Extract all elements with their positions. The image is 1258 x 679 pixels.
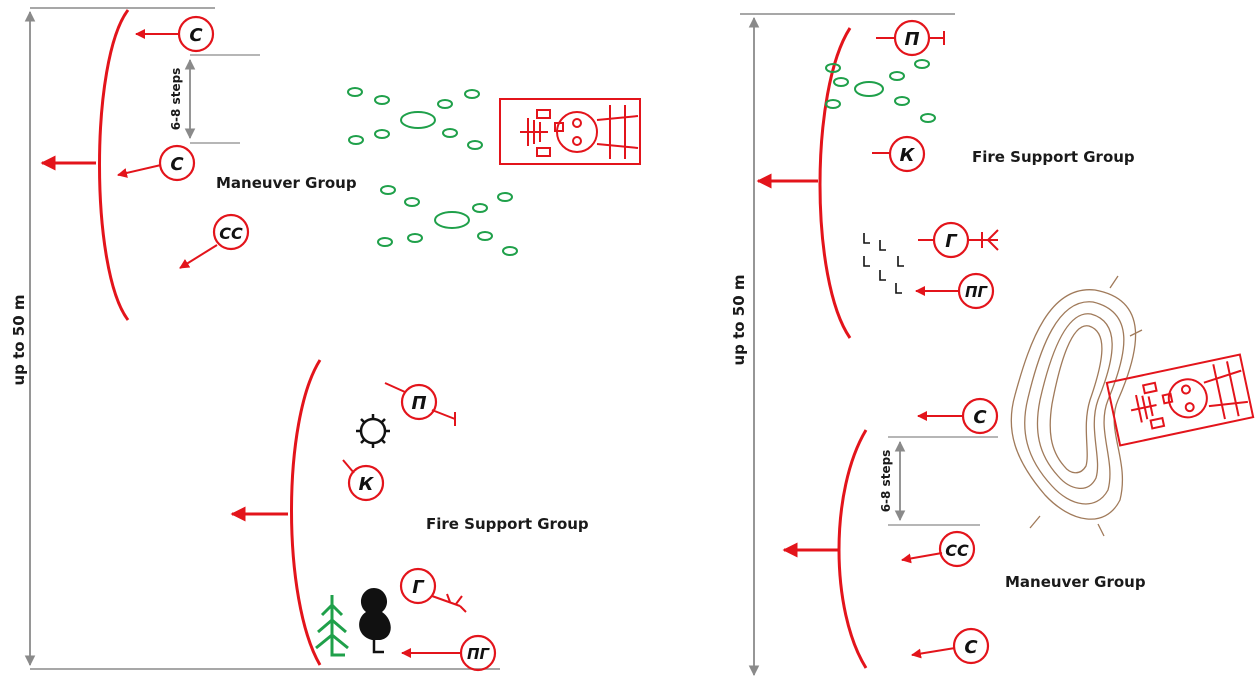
soldier-symbol: С — [964, 637, 978, 658]
left-soldier-cc: СС — [179, 213, 250, 269]
mine-icon — [356, 414, 390, 448]
soldier-symbol: ПГ — [965, 283, 989, 301]
soldier-symbol: Г — [412, 577, 425, 598]
soldier-symbol: ПГ — [467, 645, 491, 663]
left-fire-support-bracket — [230, 359, 322, 666]
right-distance-dimension: up to 50 m — [730, 13, 955, 677]
soldier-symbol: С — [170, 154, 184, 175]
left-distance-dimension: up to 50 m — [10, 7, 500, 670]
soldier-symbol: Г — [945, 231, 958, 252]
right-soldier-c-bottom: С — [911, 627, 990, 665]
right-soldier-cc: СС — [901, 530, 976, 568]
right-maneuver-bracket — [782, 429, 868, 669]
conifer-tree-icon — [315, 595, 349, 657]
left-distance-label: up to 50 m — [10, 294, 28, 385]
left-soldier-g: Г — [399, 567, 467, 613]
right-maneuver-label: Maneuver Group — [1005, 573, 1146, 591]
right-enemy-vehicle-icon — [1105, 353, 1255, 447]
left-step-dimension: 6-8 steps — [169, 54, 260, 144]
left-maneuver-label: Maneuver Group — [216, 174, 357, 192]
soldier-symbol: П — [904, 29, 919, 50]
right-soldier-c-top: С — [917, 397, 999, 435]
left-soldier-pg: ПГ — [401, 634, 497, 672]
right-soldier-pg: ПГ — [915, 272, 995, 310]
right-fire-support-bracket — [756, 27, 852, 339]
left-soldier-p: П — [384, 382, 456, 426]
left-fire-support-label: Fire Support Group — [426, 515, 589, 533]
soldier-symbol: СС — [945, 541, 969, 560]
left-step-label: 6-8 steps — [169, 68, 183, 131]
trench-markers — [863, 233, 904, 294]
left-maneuver-bracket — [40, 9, 130, 321]
left-panel: up to 50 m 6-8 steps С С СС — [10, 7, 641, 672]
soldier-symbol: СС — [219, 224, 243, 243]
right-soldier-p: П — [876, 19, 945, 57]
right-soldier-k: К — [872, 135, 926, 173]
soldier-symbol: К — [900, 145, 916, 166]
left-soldier-c-mid: С — [117, 144, 196, 182]
soldier-symbol: С — [973, 407, 987, 428]
deciduous-tree-icon — [359, 588, 391, 654]
soldier-symbol: С — [189, 25, 203, 46]
right-enemy-formation — [825, 59, 936, 123]
right-distance-label: up to 50 m — [730, 274, 748, 365]
right-step-dimension: 6-8 steps — [879, 436, 998, 526]
right-soldier-g: Г — [918, 221, 999, 259]
hill-contour-icon — [1010, 275, 1143, 537]
right-panel: up to 50 m П К Fire Support Group — [730, 13, 1255, 677]
left-soldier-k: К — [342, 459, 385, 502]
left-enemy-vehicle-icon — [499, 98, 641, 165]
soldier-symbol: П — [411, 393, 426, 414]
soldier-symbol: К — [359, 474, 375, 495]
left-enemy-formation — [347, 87, 518, 256]
left-soldier-c-top: С — [135, 15, 215, 53]
right-fire-support-label: Fire Support Group — [972, 148, 1135, 166]
right-step-label: 6-8 steps — [879, 450, 893, 513]
